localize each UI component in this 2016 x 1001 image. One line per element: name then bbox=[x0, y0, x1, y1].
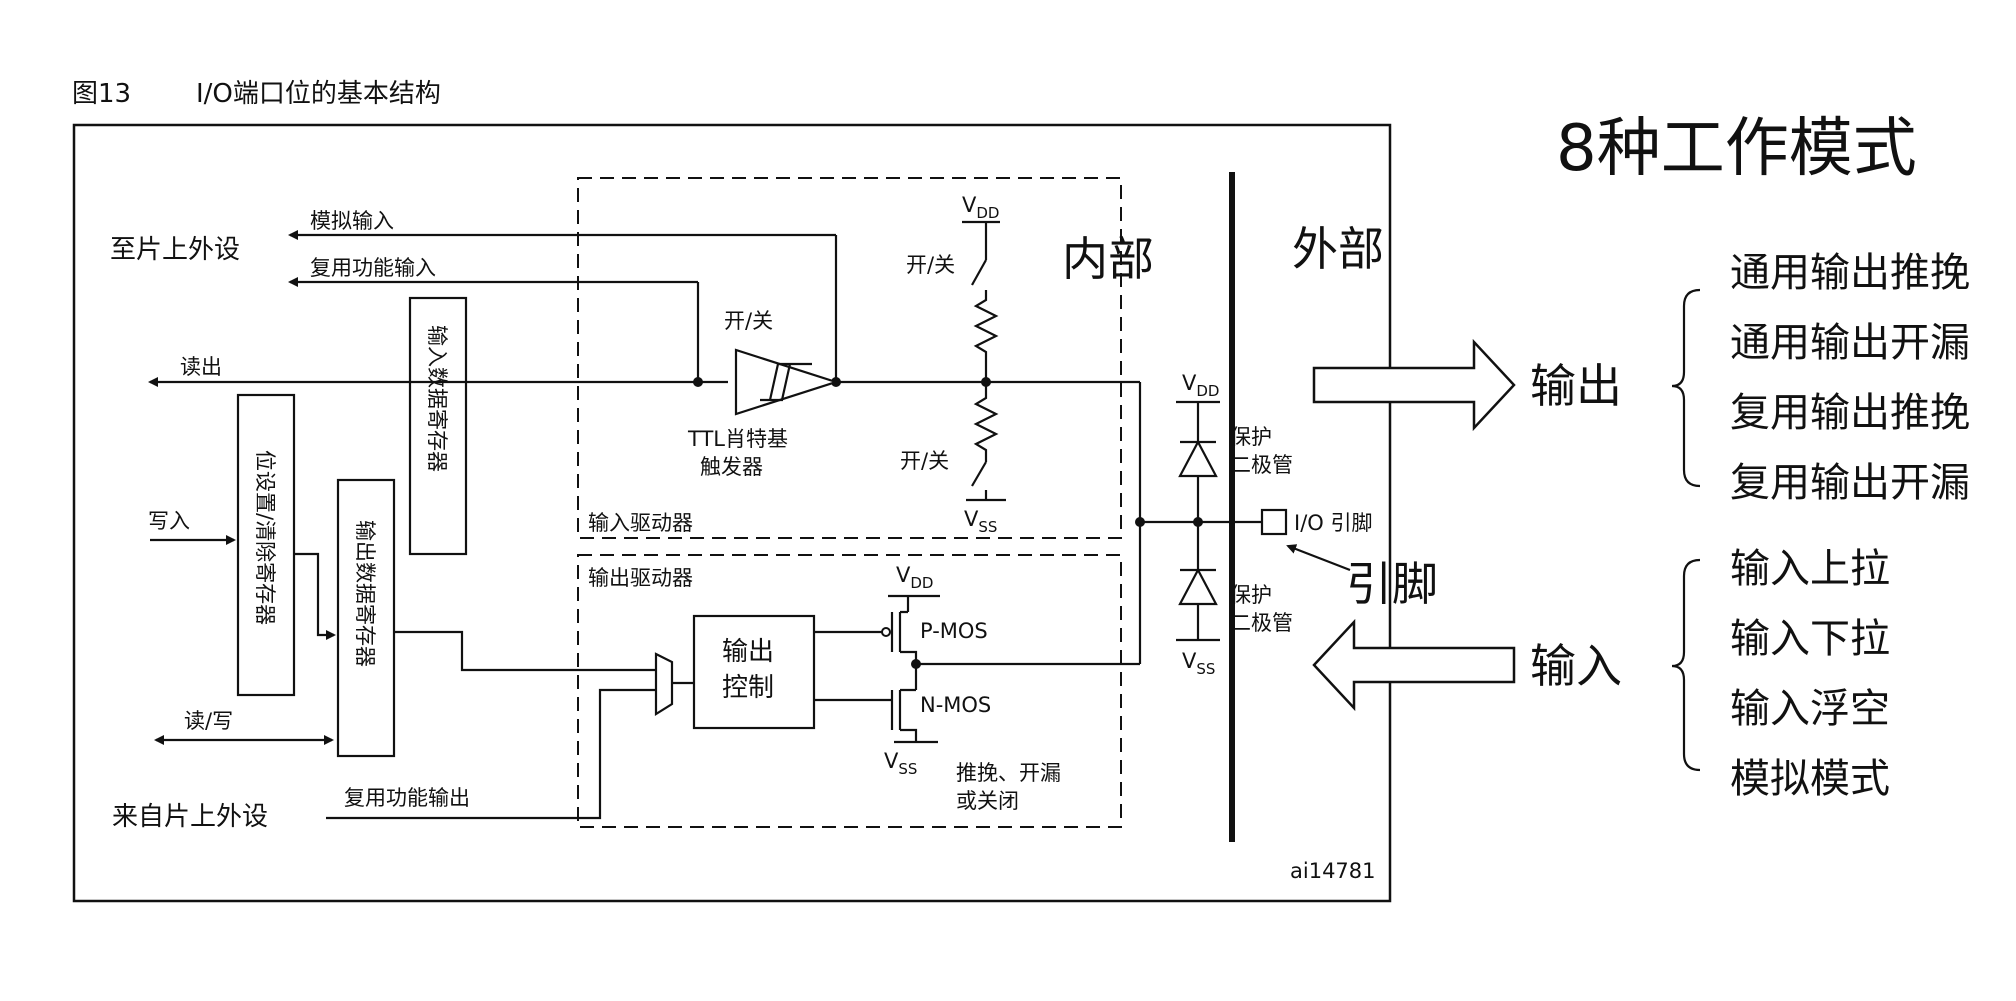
io-pin-square bbox=[1260, 508, 1288, 536]
pin-annotation-label: 引脚 bbox=[1346, 557, 1438, 611]
output-control-line2: 控制 bbox=[722, 673, 774, 703]
pulldown-resistor bbox=[973, 382, 999, 462]
output-group-label: 输出 bbox=[1530, 359, 1622, 413]
read-out-label: 读出 bbox=[180, 355, 222, 379]
pmos-label: P-MOS bbox=[920, 619, 988, 643]
output-control-box bbox=[692, 614, 816, 730]
mode-item: 通用输出推挽 bbox=[1730, 250, 1970, 296]
alt-func-output-label: 复用功能输出 bbox=[344, 786, 470, 810]
pmos-gate-bubble bbox=[881, 627, 891, 637]
upper-protection-diode bbox=[1178, 439, 1218, 478]
pin-annotation-arrow bbox=[1286, 544, 1351, 572]
output-arrow-shape bbox=[1312, 338, 1516, 432]
lower-protection-diode bbox=[1178, 567, 1218, 606]
modes-title: 8种工作模式 bbox=[1556, 112, 1917, 186]
output-driver-box bbox=[577, 554, 1122, 828]
alt-func-input-label: 复用功能输入 bbox=[310, 256, 436, 280]
trigger-label-line1: TTL肖特基 bbox=[687, 427, 788, 451]
figure-ref-code: ai14781 bbox=[1290, 859, 1376, 883]
pullup-resistor bbox=[973, 290, 999, 382]
junction-dot bbox=[1135, 517, 1145, 527]
protection-vss-label: VSS bbox=[1182, 649, 1215, 678]
output-driver-label: 输出驱动器 bbox=[588, 566, 693, 590]
trigger-label-line2: 触发器 bbox=[700, 455, 763, 479]
protection-bottom-line1: 保护 bbox=[1230, 583, 1272, 607]
odr-to-mux-wire bbox=[394, 630, 656, 672]
odr-register-box bbox=[336, 478, 396, 758]
input-vdd-label: VDD bbox=[962, 193, 999, 222]
nmos-label: N-MOS bbox=[920, 693, 991, 717]
junction-dot bbox=[693, 377, 703, 387]
output-vdd-label: VDD bbox=[896, 563, 933, 592]
output-control-line1: 输出 bbox=[722, 637, 774, 667]
outside-label: 外部 bbox=[1292, 222, 1384, 276]
output-mode-line1: 推挽、开漏 bbox=[956, 761, 1061, 785]
pullup-switch-label: 开/关 bbox=[906, 253, 955, 277]
input-brace bbox=[1671, 558, 1701, 772]
idr-register-label: 输入数据寄存器 bbox=[425, 325, 449, 472]
protection-top-line2: 二极管 bbox=[1230, 453, 1293, 477]
input-vss-label: VSS bbox=[964, 507, 997, 536]
protection-top-line1: 保护 bbox=[1230, 425, 1272, 449]
mode-item: 复用输出开漏 bbox=[1730, 460, 1970, 506]
input-group-label: 输入 bbox=[1530, 639, 1622, 693]
mode-item: 模拟模式 bbox=[1730, 756, 1890, 802]
mode-item: 输入上拉 bbox=[1730, 546, 1890, 592]
output-mux bbox=[654, 652, 674, 716]
io-pin-label: I/O 引脚 bbox=[1294, 511, 1372, 535]
analog-input-label: 模拟输入 bbox=[310, 209, 394, 233]
bsrr-to-odr-wire bbox=[294, 552, 336, 640]
input-driver-box bbox=[577, 177, 1122, 539]
inside-label: 内部 bbox=[1062, 232, 1154, 286]
mode-item: 复用输出推挽 bbox=[1730, 390, 1970, 436]
pulldown-switch-label: 开/关 bbox=[900, 449, 949, 473]
mode-item: 通用输出开漏 bbox=[1730, 320, 1970, 366]
output-vss-label: VSS bbox=[884, 749, 917, 778]
idr-register-box bbox=[408, 296, 468, 556]
diagram-frame bbox=[72, 123, 1392, 903]
output-mode-line2: 或关闭 bbox=[956, 789, 1019, 813]
alt-func-output-wire bbox=[326, 688, 656, 820]
pmos-terminals bbox=[900, 610, 918, 664]
read-write-label: 读/写 bbox=[184, 709, 233, 733]
mode-item: 输入浮空 bbox=[1730, 686, 1890, 732]
pullup-switch bbox=[971, 259, 987, 286]
bsrr-register-label: 位设置/清除寄存器 bbox=[253, 450, 277, 625]
mode-item: 输入下拉 bbox=[1730, 616, 1890, 662]
input-arrow-shape bbox=[1312, 618, 1516, 712]
trigger-switch-label: 开/关 bbox=[724, 309, 773, 333]
protection-vdd-label: VDD bbox=[1182, 371, 1219, 400]
from-peripheral-label: 来自片上外设 bbox=[112, 802, 268, 832]
pulldown-switch bbox=[971, 461, 987, 487]
input-driver-label: 输入驱动器 bbox=[588, 511, 693, 535]
figure-caption-title: I/O端口位的基本结构 bbox=[196, 79, 441, 109]
to-peripheral-label: 至片上外设 bbox=[110, 235, 240, 265]
write-in-label: 写入 bbox=[148, 509, 190, 533]
bsrr-register-box bbox=[236, 393, 296, 697]
nmos-terminals bbox=[900, 688, 918, 742]
odr-register-label: 输出数据寄存器 bbox=[353, 520, 377, 667]
hysteresis-icon bbox=[760, 362, 812, 402]
protection-bottom-line2: 二极管 bbox=[1230, 611, 1293, 635]
output-brace bbox=[1671, 288, 1701, 488]
figure-caption: 图13 bbox=[72, 79, 131, 109]
